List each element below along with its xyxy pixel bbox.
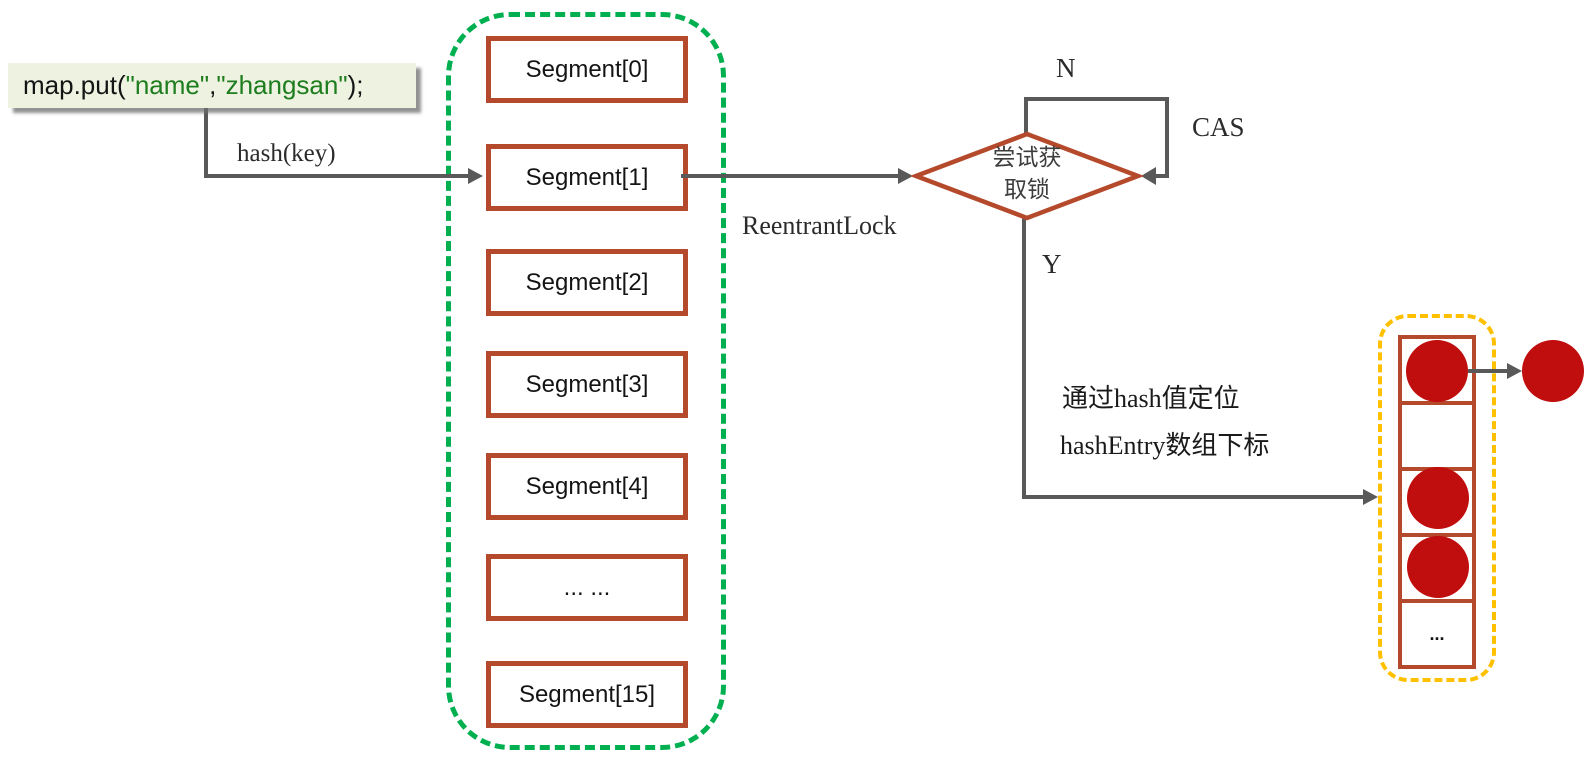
segment-label: Segment[15] bbox=[518, 680, 656, 708]
hashentry-ellipsis: ... bbox=[1429, 623, 1445, 644]
segment-label: ... ... bbox=[563, 573, 611, 601]
cas-label: CAS bbox=[1192, 112, 1245, 142]
hashentry-cell-4: ... bbox=[1398, 599, 1476, 669]
code-token-arg1: "name" bbox=[125, 70, 210, 100]
segment-array-container bbox=[446, 12, 726, 750]
segment-box-ellipsis: ... ... bbox=[486, 554, 688, 621]
try-lock-label-line1: 尝试获 bbox=[992, 145, 1062, 170]
segment-label: Segment[2] bbox=[525, 268, 649, 296]
y-branch-arrowhead bbox=[1363, 489, 1378, 505]
hashentry-array-container bbox=[1378, 314, 1496, 682]
try-lock-label: 尝试获 取锁 bbox=[957, 142, 1097, 206]
hash-key-label: hash(key) bbox=[237, 140, 336, 167]
locate-caption-line1: 通过hash值定位 bbox=[1062, 384, 1240, 413]
segment-box-1: Segment[1] bbox=[486, 144, 688, 211]
code-token-arg2: "zhangsan" bbox=[216, 70, 348, 100]
segment-box-0: Segment[0] bbox=[486, 36, 688, 103]
locate-caption-line2: hashEntry数组下标 bbox=[1060, 431, 1270, 460]
reentrantlock-label: ReentrantLock bbox=[742, 211, 897, 240]
hashentry-node-circle-0 bbox=[1406, 340, 1468, 402]
segment-label: Segment[0] bbox=[525, 55, 649, 83]
y-branch-label: Y bbox=[1042, 249, 1062, 279]
node-link-arrowhead bbox=[1507, 363, 1522, 379]
segment-box-3: Segment[3] bbox=[486, 351, 688, 418]
segment-label: Segment[1] bbox=[525, 163, 649, 191]
n-branch-label: N bbox=[1056, 53, 1076, 83]
cas-loop-arrowhead bbox=[1141, 167, 1156, 185]
segment-label: Segment[3] bbox=[525, 370, 649, 398]
reentrantlock-arrowhead bbox=[898, 168, 913, 184]
hashentry-cell-1 bbox=[1398, 401, 1476, 471]
code-snippet-box: map.put("name","zhangsan"); bbox=[8, 63, 416, 108]
segment-box-15: Segment[15] bbox=[486, 661, 688, 728]
hashentry-node-circle-3 bbox=[1407, 536, 1469, 598]
segment-box-2: Segment[2] bbox=[486, 249, 688, 316]
code-token-comma: , bbox=[209, 70, 217, 100]
hashentry-node-circle-2 bbox=[1407, 467, 1469, 529]
try-lock-label-line2: 取锁 bbox=[1004, 177, 1050, 202]
linked-node-circle bbox=[1522, 340, 1584, 402]
code-token-suffix: ); bbox=[347, 70, 364, 100]
segment-label: Segment[4] bbox=[525, 472, 649, 500]
segment-box-4: Segment[4] bbox=[486, 453, 688, 520]
code-token-prefix: map.put( bbox=[23, 70, 126, 100]
